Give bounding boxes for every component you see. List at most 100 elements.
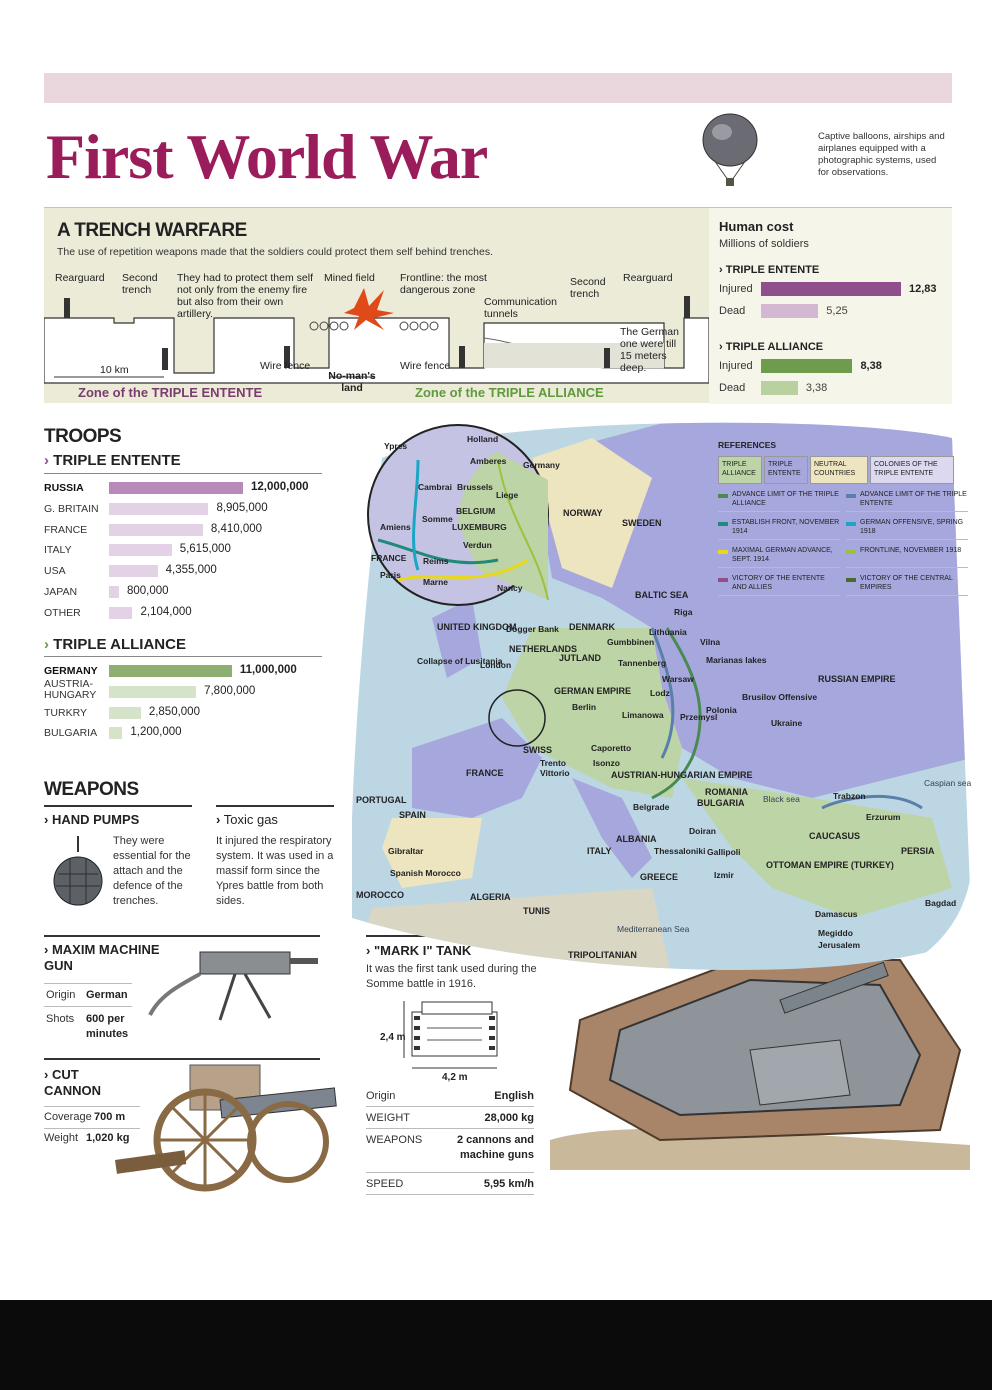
cannon-coverage-value: 700 m (94, 1111, 126, 1123)
map-label: Trento (540, 758, 566, 768)
troop-bar (109, 544, 172, 557)
map-label: Berlin (572, 702, 597, 712)
map-label: NETHERLANDS (509, 644, 578, 654)
hc-group-entente: › TRIPLE ENTENTE (719, 264, 820, 276)
hc-dead-label: Dead (719, 305, 746, 317)
tank-spec-value: English (494, 1090, 534, 1102)
map-label: PORTUGAL (356, 795, 407, 805)
tank-text: It was the first tank used during the So… (366, 963, 537, 990)
map-label: NORWAY (563, 508, 603, 518)
map-label: Marianas lakes (706, 655, 767, 665)
tank-length: 4,2 m (442, 1072, 468, 1083)
map-label: Ukraine (771, 718, 803, 728)
map-label: Izmir (714, 870, 734, 880)
machine-gun-illustration (148, 951, 318, 1021)
trench-panel: A TRENCH WARFARE The use of repetition w… (44, 207, 952, 404)
inset-label: Liege (496, 490, 519, 500)
inset-label: Paris (380, 570, 401, 580)
reference-item: ADVANCE LIMIT OF THE TRIPLE ALLIANCE (718, 490, 840, 512)
troop-value: 12,000,000 (251, 481, 309, 493)
balloon-caption: Captive balloons, airships and airplanes… (818, 131, 945, 178)
reference-item: GERMAN OFFENSIVE, SPRING 1918 (846, 518, 968, 540)
map-label: Limanowa (622, 710, 664, 720)
troop-country: USA (44, 565, 66, 578)
hc-injured-label: Injured (719, 360, 753, 372)
reference-item: VICTORY OF THE CENTRAL EMPIRES (846, 574, 968, 596)
protect-label: They had to protect them self not only f… (177, 272, 313, 320)
troop-bar (109, 665, 232, 677)
trench-diagram (44, 288, 709, 384)
troop-bar (109, 482, 243, 494)
map-label: Riga (674, 607, 693, 617)
cannon-title: › CUT CANNON (44, 1067, 102, 1098)
map-label: Dogger Bank (506, 624, 559, 634)
troop-country: RUSSIA (44, 482, 84, 494)
map-label: UNITED KINGDOM (437, 622, 517, 632)
tank-spec-label: SPEED (366, 1178, 404, 1190)
troop-country: TURKRY (44, 706, 87, 719)
rearguard-right-label: Rearguard (623, 272, 673, 284)
reference-swatch: COLONIES OF THE TRIPLE ENTENTE (870, 456, 954, 484)
trench-heading: A TRENCH WARFARE (57, 220, 247, 241)
hc-alliance-injured-value: 8,38 (860, 360, 882, 372)
tank-illustration (550, 959, 970, 1170)
map-label: TRIPOLITANIAN (568, 950, 637, 960)
map-label: ALBANIA (616, 834, 657, 844)
troop-bar (109, 502, 209, 515)
tank-spec-label: Origin (366, 1090, 396, 1102)
map-label: CAUCASUS (809, 831, 861, 841)
troop-value: 5,615,000 (179, 543, 231, 556)
troop-value: 8,410,000 (210, 522, 263, 535)
inset-label: Marne (423, 577, 449, 587)
maxim-origin-label: Origin (46, 989, 76, 1001)
inset-label: Ypres (384, 441, 408, 451)
map-label: London (480, 660, 512, 670)
troop-country: FRANCE (44, 523, 88, 536)
map-label: Caspian sea (924, 778, 972, 788)
map-label: BULGARIA (697, 798, 745, 808)
reference-item: MAXIMAL GERMAN ADVANCE, SEPT. 1914 (718, 546, 840, 568)
map-label: Gumbbinen (607, 637, 655, 647)
inset-label: LUXEMBURG (452, 522, 507, 532)
map-label: Brusilov Offensive (742, 692, 818, 702)
map-label: Przemysl (680, 712, 718, 722)
map-label: SPAIN (399, 810, 426, 820)
map-label: ITALY (587, 846, 612, 856)
second-trench-right-label: Second trench (570, 276, 606, 300)
distance-label: 10 km (100, 364, 129, 376)
weapons-heading: WEAPONS (44, 779, 139, 800)
troop-row: FRANCE 8,410,000 (44, 521, 322, 541)
map-label: GERMAN EMPIRE (554, 686, 632, 696)
map-label: Thessaloniki (654, 846, 706, 856)
hand-pumps-title: › HAND PUMPS (44, 812, 140, 827)
reference-item: VICTORY OF THE ENTENTE AND ALLIES (718, 574, 840, 596)
troop-country: OTHER (44, 606, 81, 619)
map-label: Polonia (706, 705, 737, 715)
troop-value: 7,800,000 (204, 684, 256, 697)
map-label: Vilna (700, 637, 721, 647)
inset-label: Nancy (497, 583, 523, 593)
communication-label: Communication tunnels (484, 296, 557, 320)
page-title: First World War (46, 121, 488, 192)
map-label: Collapse of Lusitania (417, 656, 503, 666)
trench-subtitle: The use of repetition weapons made that … (57, 246, 494, 258)
hc-alliance-dead-value: 3,38 (805, 382, 828, 394)
map-label: Lodz (650, 688, 670, 698)
troop-bar (109, 586, 119, 598)
hc-entente-dead-value: 5,25 (826, 305, 848, 317)
map-label: Spanish Morocco (390, 868, 461, 878)
inset-label: Amberes (470, 456, 507, 466)
cannon-illustration (114, 1064, 337, 1192)
troop-row: RUSSIA 12,000,000 (44, 479, 322, 499)
cannon-coverage-label: Coverage (44, 1111, 92, 1123)
map-label: ROMANIA (705, 787, 748, 797)
maxim-title: › MAXIM MACHINE GUN (44, 942, 160, 973)
map-label: GREECE (640, 872, 679, 882)
map-label: FRANCE (466, 768, 504, 778)
map-label: DENMARK (569, 622, 615, 632)
